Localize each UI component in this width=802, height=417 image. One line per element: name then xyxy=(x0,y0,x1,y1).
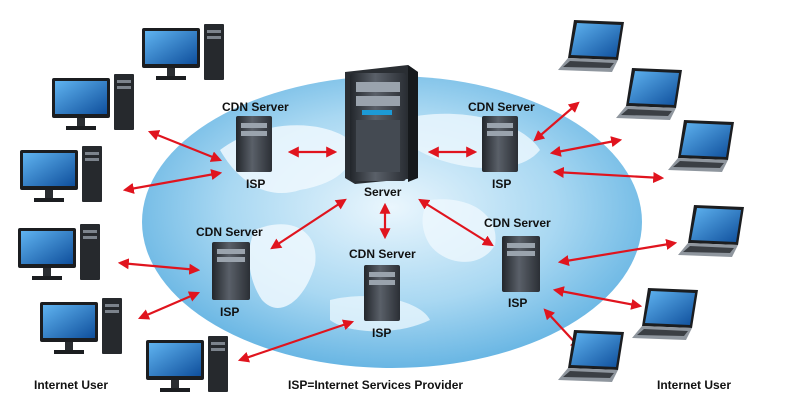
laptop-computer-icon xyxy=(558,20,624,72)
isp-label-bottom-center: ISP xyxy=(372,326,392,340)
desktop-computer-icon xyxy=(20,146,102,202)
footer-internet-user-left: Internet User xyxy=(34,378,109,392)
arrow-server-cdn-mid-right xyxy=(418,198,494,247)
cdn-server-icon-top-left xyxy=(236,116,272,172)
cdn-server-icon-mid-right xyxy=(502,236,540,292)
isp-label-mid-right: ISP xyxy=(508,296,528,310)
cdn-server-icon-mid-left xyxy=(212,242,250,300)
arrow-user-4 xyxy=(137,291,201,320)
cdn-label-top-left: CDN Server xyxy=(222,100,289,114)
cdn-label-bottom-center: CDN Server xyxy=(349,247,416,261)
arrow-user-1 xyxy=(147,130,223,162)
cdn-label-top-right: CDN Server xyxy=(468,100,535,114)
arrow-server-cdn-mid-left xyxy=(270,198,347,250)
cdn-label-mid-right: CDN Server xyxy=(484,216,551,230)
arrow-laptop-3 xyxy=(552,167,665,183)
isp-label-mid-left: ISP xyxy=(220,305,240,319)
cdn-server-icon-bottom-center xyxy=(364,265,400,321)
arrow-laptop-5 xyxy=(552,286,643,310)
main-server-icon xyxy=(345,65,418,184)
server-label: Server xyxy=(364,185,402,199)
desktop-computer-icon xyxy=(52,74,134,130)
desktop-computer-icon xyxy=(40,298,122,354)
desktop-computer-icon xyxy=(142,24,224,80)
arrow-laptop-2 xyxy=(549,136,623,157)
arrow-user-3 xyxy=(117,258,201,275)
laptop-computer-icon xyxy=(558,330,624,382)
arrow-user-5 xyxy=(237,319,355,363)
cdn-server-icon-top-right xyxy=(482,116,518,172)
arrow-laptop-4 xyxy=(557,239,678,266)
desktop-users xyxy=(18,24,228,392)
laptop-computer-icon xyxy=(632,288,698,340)
connection-arrows xyxy=(117,101,678,363)
laptop-users xyxy=(558,20,744,382)
desktop-computer-icon xyxy=(18,224,100,280)
laptop-computer-icon xyxy=(678,205,744,257)
footer-isp-legend: ISP=Internet Services Provider xyxy=(288,378,464,392)
isp-label-top-right: ISP xyxy=(492,177,512,191)
footer-internet-user-right: Internet User xyxy=(657,378,732,392)
isp-label-top-left: ISP xyxy=(246,177,266,191)
cdn-label-mid-left: CDN Server xyxy=(196,225,263,239)
arrow-laptop-1 xyxy=(533,101,580,142)
laptop-computer-icon xyxy=(616,68,682,120)
desktop-computer-icon xyxy=(146,336,228,392)
laptop-computer-icon xyxy=(668,120,734,172)
arrow-user-2 xyxy=(122,169,223,194)
